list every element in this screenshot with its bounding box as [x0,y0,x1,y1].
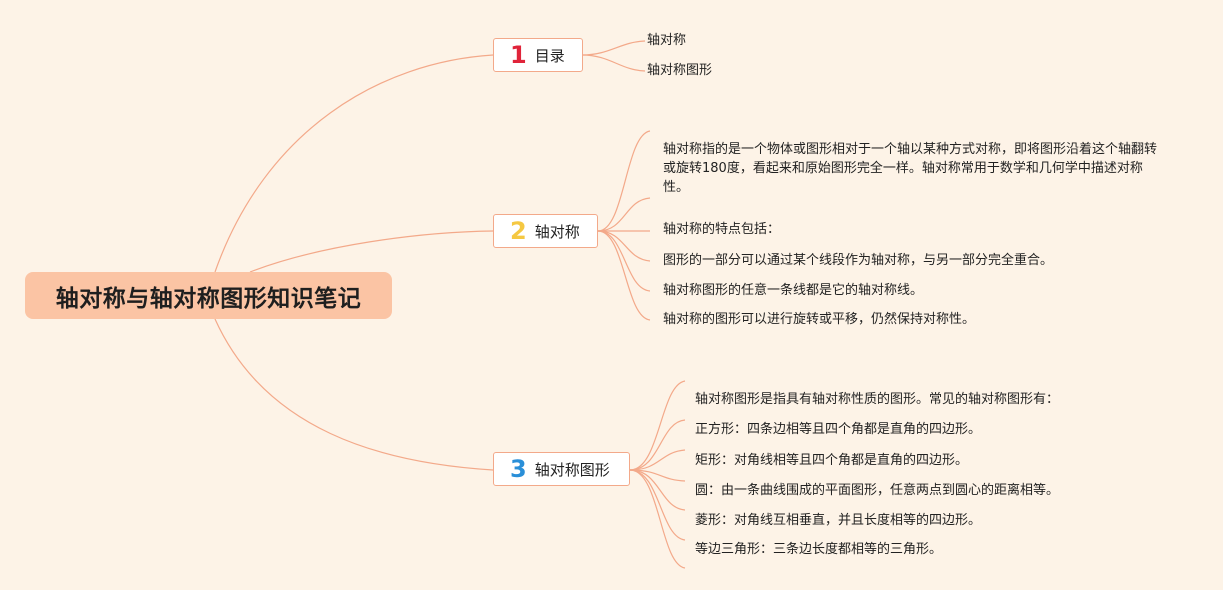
leaf-item[interactable]: 正方形：四条边相等且四个角都是直角的四边形。 [695,422,982,437]
link-root-branch-2 [249,230,494,273]
leaf-item[interactable]: 圆：由一条曲线围成的平面图形，任意两点到圆心的距离相等。 [695,483,1060,498]
link-b3-leaf-4 [629,469,686,482]
link-b2-leaf-2 [597,197,651,232]
leaf-item[interactable]: 轴对称的图形可以进行旋转或平移，仍然保持对称性。 [663,312,976,327]
branch-node-axis-symmetry[interactable]: 2 轴对称 [493,214,598,248]
leaf-item[interactable]: 轴对称图形的任意一条线都是它的轴对称线。 [663,283,924,298]
leaf-item[interactable]: 图形的一部分可以通过某个线段作为轴对称，与另一部分完全重合。 [663,253,1054,268]
branch-node-toc[interactable]: 1 目录 [493,38,583,72]
leaf-item[interactable]: 轴对称指的是一个物体或图形相对于一个轴以某种方式对称，即将图形沿着这个轴翻转或旋… [663,142,1158,195]
link-b3-leaf-2 [629,419,686,471]
leaf-item[interactable]: 菱形：对角线互相垂直，并且长度相等的四边形。 [695,513,982,528]
link-b2-leaf-1 [597,130,651,232]
number-one-icon: 1 [510,41,527,69]
link-root-branch-3 [214,318,494,471]
link-b3-leaf-7 [629,469,686,569]
leaf-item[interactable]: 轴对称 [647,33,687,48]
leaf-item[interactable]: 轴对称的特点包括： [663,222,781,237]
branch-label: 目录 [534,46,565,65]
link-b2-leaf-4 [597,230,651,262]
branch-label: 轴对称 [534,222,580,241]
link-b3-leaf-3 [629,449,686,471]
root-title: 轴对称与轴对称图形知识笔记 [55,285,362,312]
link-b3-leaf-1 [629,380,686,471]
link-b1-leaf-1 [581,40,646,56]
number-three-icon: 3 [510,455,527,483]
link-b2-leaf-6 [597,230,651,321]
branch-label: 轴对称图形 [534,460,610,479]
number-two-icon: 2 [510,217,527,245]
leaf-item[interactable]: 等边三角形：三条边长度都相等的三角形。 [695,542,943,557]
leaf-item[interactable]: 轴对称图形 [647,63,713,78]
branch-node-axis-symmetric-figures[interactable]: 3 轴对称图形 [493,452,630,486]
link-b3-leaf-5 [629,469,686,511]
link-root-branch-1 [214,54,494,273]
leaf-item[interactable]: 矩形：对角线相等且四个角都是直角的四边形。 [695,453,969,468]
root-node[interactable]: 轴对称与轴对称图形知识笔记 [25,272,392,319]
leaf-item[interactable]: 轴对称图形是指具有轴对称性质的图形。常见的轴对称图形有： [695,392,1060,407]
link-b2-leaf-5 [597,230,651,292]
link-b1-leaf-2 [581,54,646,72]
